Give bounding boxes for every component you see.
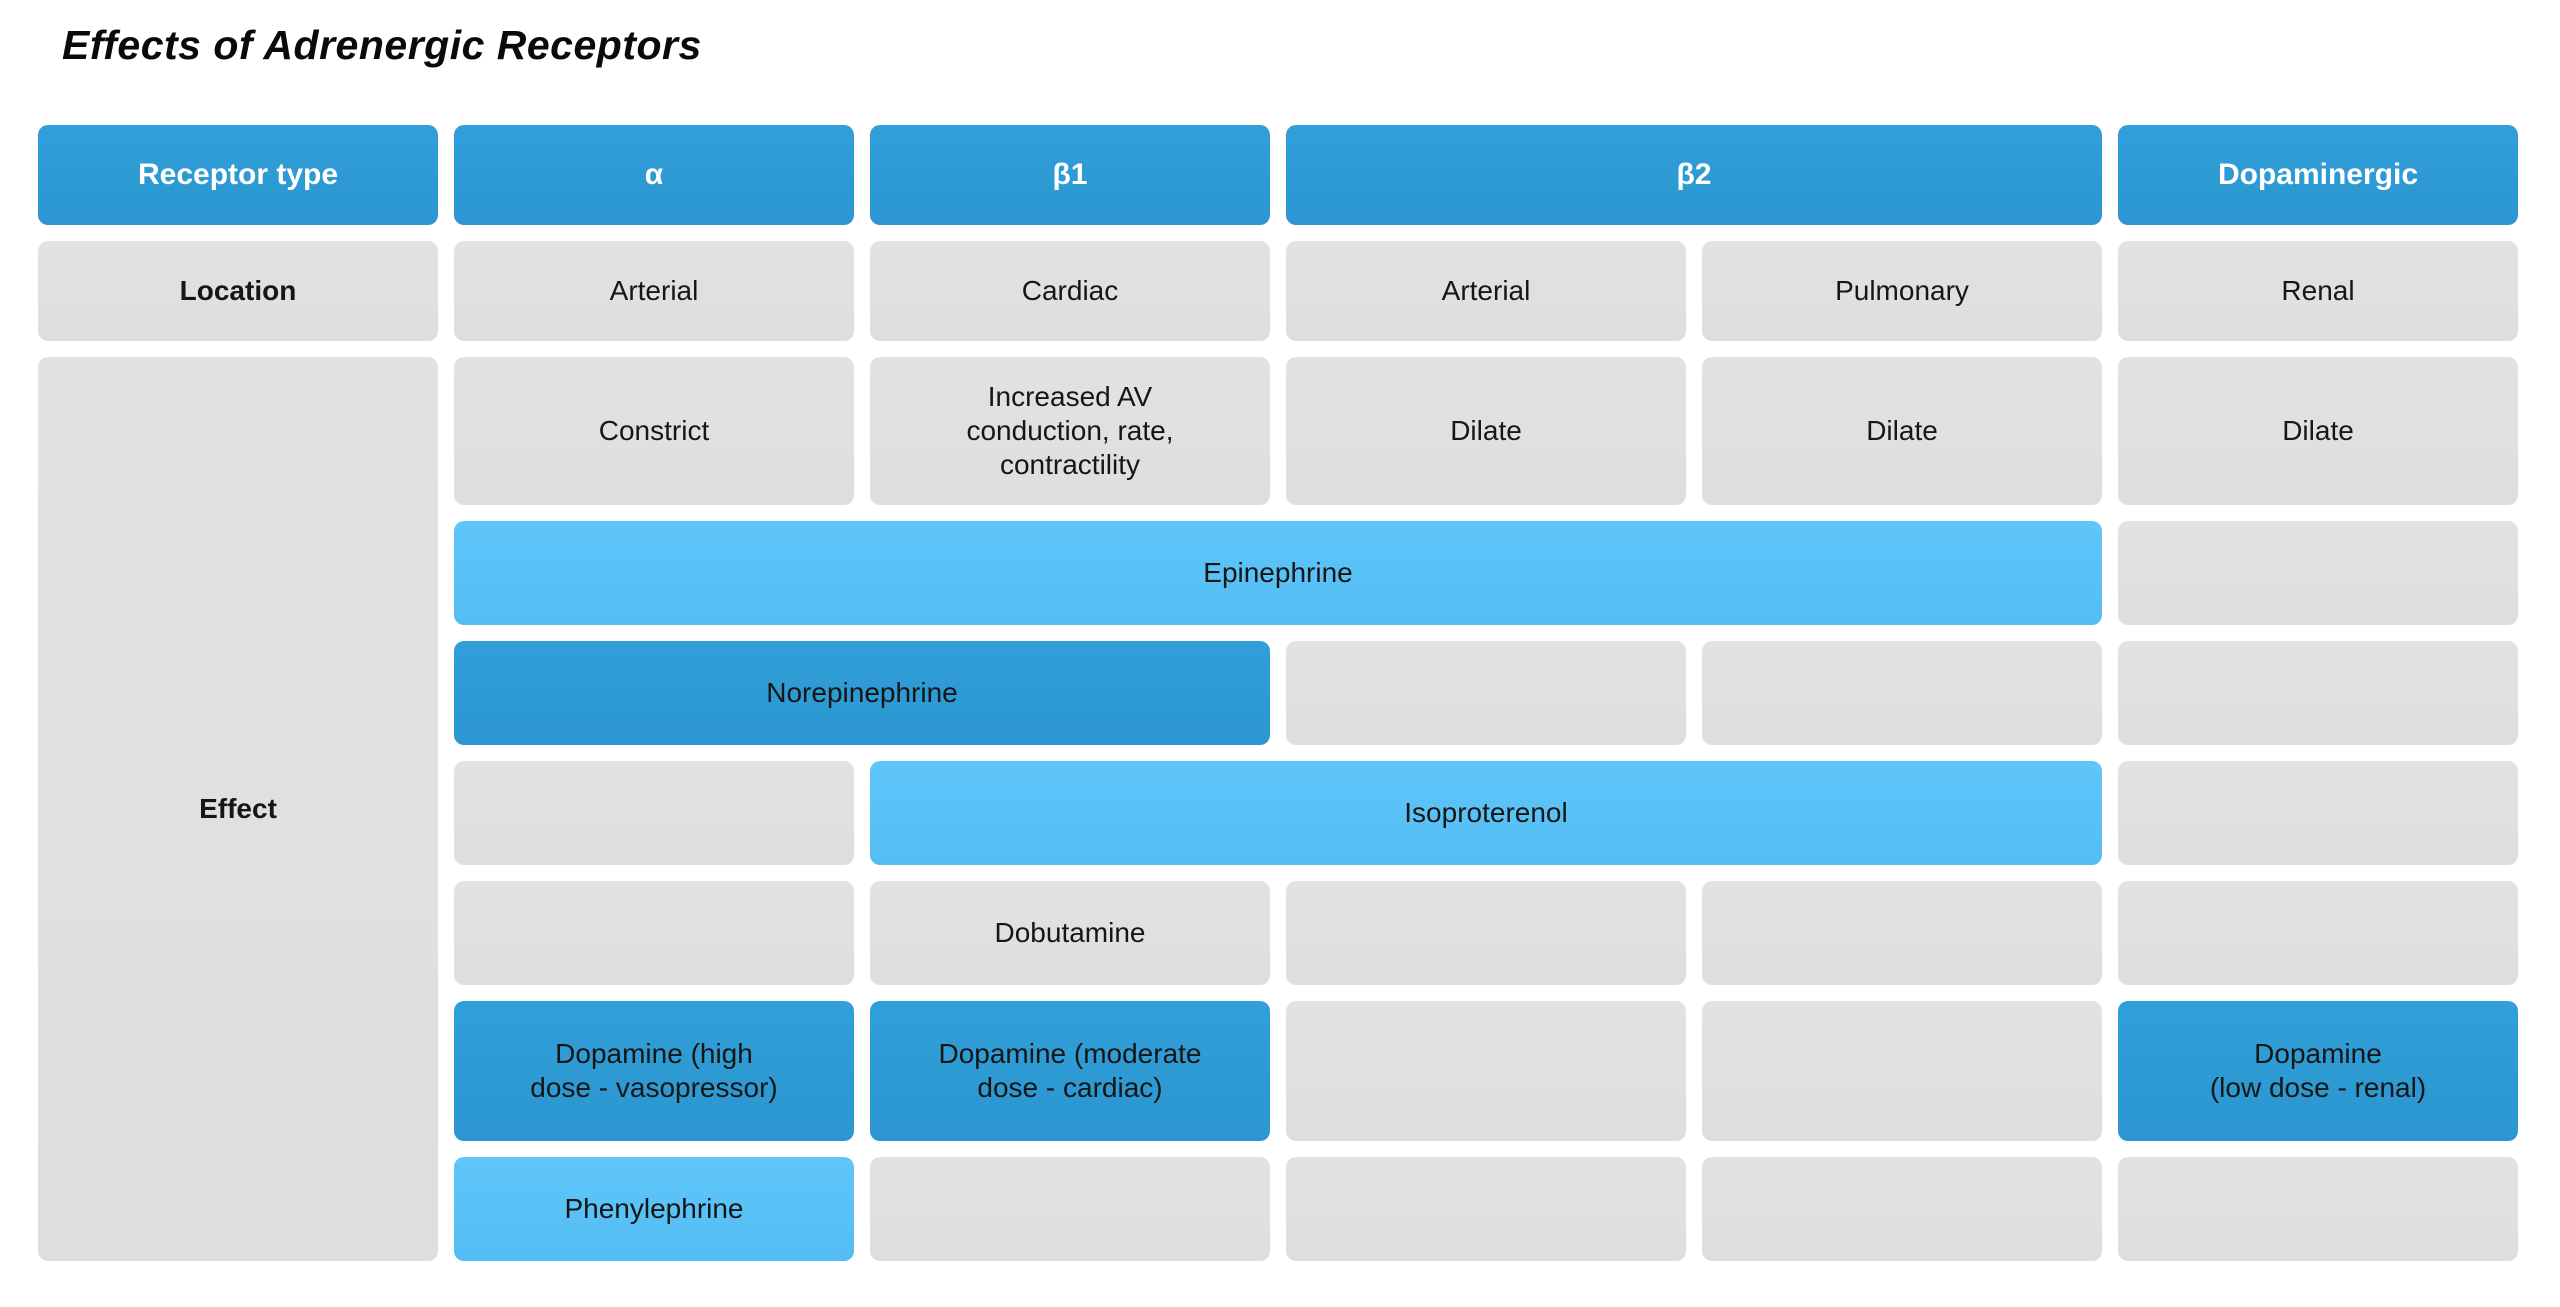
cell-isoproterenol: Isoproterenol — [870, 761, 2102, 865]
cell-dobutamine: Dobutamine — [870, 881, 1270, 985]
cell-empty — [1286, 881, 1686, 985]
header-cell-β2: β2 — [1286, 125, 2102, 225]
cell-dilate: Dilate — [1286, 357, 1686, 505]
cell-dopamine: Dopamine (low dose - renal) — [2118, 1001, 2518, 1141]
header-cell-corner: Receptor type — [38, 125, 438, 225]
cell-epinephrine: Epinephrine — [454, 521, 2102, 625]
cell-empty — [1286, 1157, 1686, 1261]
header-cell-dopaminergic: Dopaminergic — [2118, 125, 2518, 225]
cell-empty — [870, 1157, 1270, 1261]
cell-phenylephrine: Phenylephrine — [454, 1157, 854, 1261]
cell-dopamine-moderate: Dopamine (moderate dose - cardiac) — [870, 1001, 1270, 1141]
location-cell-cardiac: Cardiac — [870, 241, 1270, 341]
location-cell-renal: Renal — [2118, 241, 2518, 341]
cell-empty — [1702, 1001, 2102, 1141]
cell-empty — [454, 881, 854, 985]
location-cell-arterial: Arterial — [454, 241, 854, 341]
header-cell-β1: β1 — [870, 125, 1270, 225]
diagram-title: Effects of Adrenergic Receptors — [62, 22, 702, 68]
header-cell-α: α — [454, 125, 854, 225]
location-label-cell: Location — [38, 241, 438, 341]
cell-dilate: Dilate — [1702, 357, 2102, 505]
cell-empty — [1702, 641, 2102, 745]
cell-empty — [2118, 761, 2518, 865]
location-cell-arterial: Arterial — [1286, 241, 1686, 341]
location-cell-pulmonary: Pulmonary — [1702, 241, 2102, 341]
cell-empty — [1286, 641, 1686, 745]
cell-norepinephrine: Norepinephrine — [454, 641, 1270, 745]
cell-empty — [1702, 881, 2102, 985]
effect-label-cell: Effect — [38, 357, 438, 1261]
cell-constrict: Constrict — [454, 357, 854, 505]
cell-empty — [1286, 1001, 1686, 1141]
cell-empty — [2118, 521, 2518, 625]
cell-increased-av: Increased AV conduction, rate, contracti… — [870, 357, 1270, 505]
cell-empty — [2118, 641, 2518, 745]
cell-empty — [2118, 881, 2518, 985]
cell-empty — [2118, 1157, 2518, 1261]
cell-dilate: Dilate — [2118, 357, 2518, 505]
cell-empty — [454, 761, 854, 865]
cell-empty — [1702, 1157, 2102, 1261]
cell-dopamine-high: Dopamine (high dose - vasopressor) — [454, 1001, 854, 1141]
